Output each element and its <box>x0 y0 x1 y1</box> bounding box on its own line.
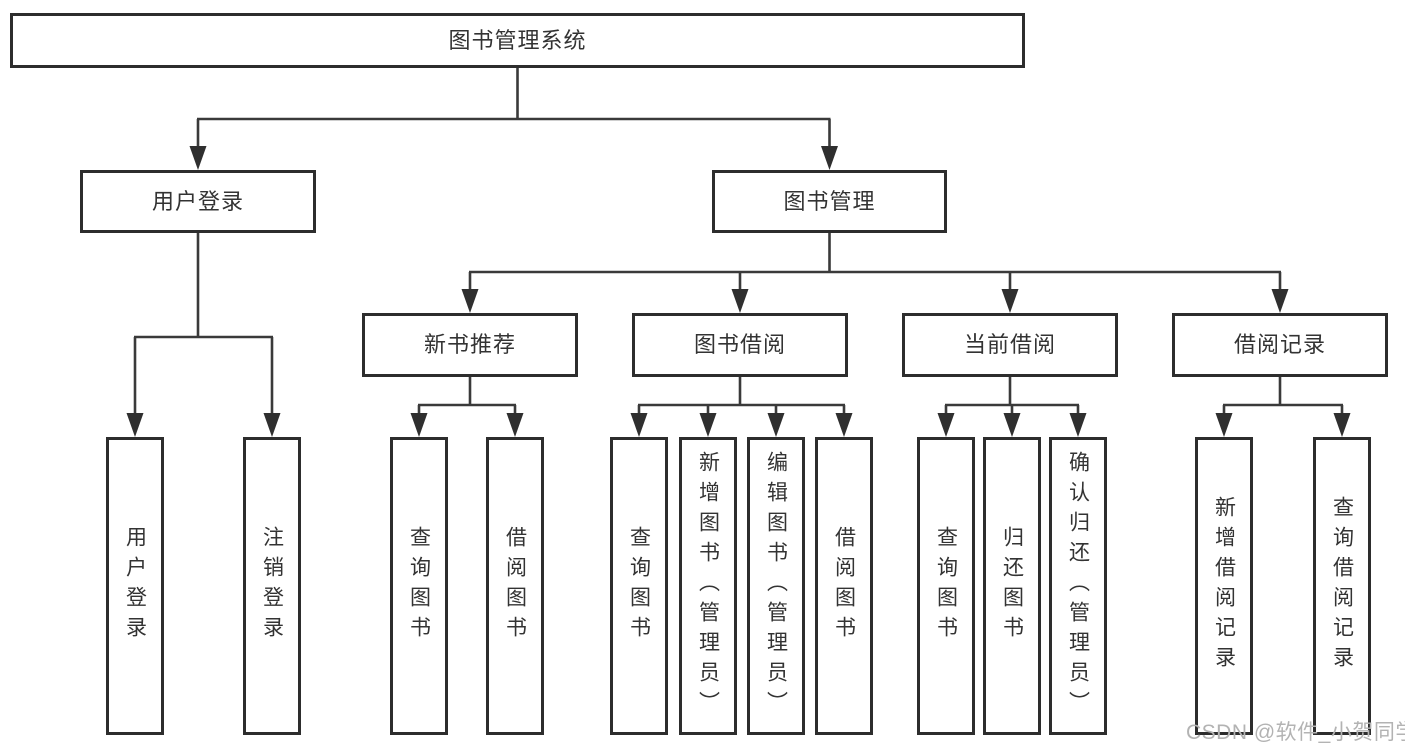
leaf-records-add-record-label: 新增借阅记录 <box>1212 496 1236 676</box>
node-new-book-recommend-label: 新书推荐 <box>423 332 516 357</box>
leaf-borrow-add-books-label: 新增图书（管理员） <box>696 451 720 721</box>
leaf-logout: 注销登录 <box>243 437 301 735</box>
node-current-borrow-label: 当前借阅 <box>963 332 1056 357</box>
node-library-system-label: 图书管理系统 <box>448 27 587 53</box>
leaf-borrow-borrow-books: 借阅图书 <box>815 437 873 735</box>
leaf-borrow-edit-books-label: 编辑图书（管理员） <box>764 451 788 721</box>
leaf-borrow-edit-books: 编辑图书（管理员） <box>747 437 805 735</box>
leaf-current-query-books-label: 查询图书 <box>934 526 958 646</box>
leaf-current-return-books-label: 归还图书 <box>1000 526 1024 646</box>
leaf-user-login: 用户登录 <box>106 437 164 735</box>
leaf-current-return-books: 归还图书 <box>983 437 1041 735</box>
leaf-borrow-add-books: 新增图书（管理员） <box>679 437 737 735</box>
node-book-borrow: 图书借阅 <box>632 313 848 377</box>
node-book-borrow-label: 图书借阅 <box>693 332 786 357</box>
leaf-user-login-label: 用户登录 <box>123 526 147 646</box>
leaf-borrow-query-books: 查询图书 <box>610 437 668 735</box>
node-borrow-records-label: 借阅记录 <box>1233 332 1326 357</box>
node-book-management: 图书管理 <box>712 170 947 233</box>
node-new-book-recommend: 新书推荐 <box>362 313 578 377</box>
node-user-login: 用户登录 <box>80 170 316 233</box>
node-borrow-records: 借阅记录 <box>1172 313 1388 377</box>
leaf-recommend-query-books-label: 查询图书 <box>407 526 431 646</box>
node-current-borrow: 当前借阅 <box>902 313 1118 377</box>
node-user-login-label: 用户登录 <box>151 188 244 214</box>
leaf-recommend-query-books: 查询图书 <box>390 437 448 735</box>
leaf-borrow-borrow-books-label: 借阅图书 <box>832 526 856 646</box>
leaf-records-query-record-label: 查询借阅记录 <box>1330 496 1354 676</box>
leaf-recommend-borrow-books-label: 借阅图书 <box>503 526 527 646</box>
leaf-logout-label: 注销登录 <box>260 526 284 646</box>
leaf-records-add-record: 新增借阅记录 <box>1195 437 1253 735</box>
leaf-current-confirm-return-label: 确认归还（管理员） <box>1066 451 1090 721</box>
leaf-current-confirm-return: 确认归还（管理员） <box>1049 437 1107 735</box>
arrowheads <box>126 146 1351 437</box>
csdn-watermark: CSDN @软件_小贺同学 <box>1186 721 1405 744</box>
node-book-management-label: 图书管理 <box>783 188 876 214</box>
leaf-recommend-borrow-books: 借阅图书 <box>486 437 544 735</box>
leaf-current-query-books: 查询图书 <box>917 437 975 735</box>
node-library-system: 图书管理系统 <box>10 13 1025 68</box>
leaf-borrow-query-books-label: 查询图书 <box>627 526 651 646</box>
leaf-records-query-record: 查询借阅记录 <box>1313 437 1371 735</box>
